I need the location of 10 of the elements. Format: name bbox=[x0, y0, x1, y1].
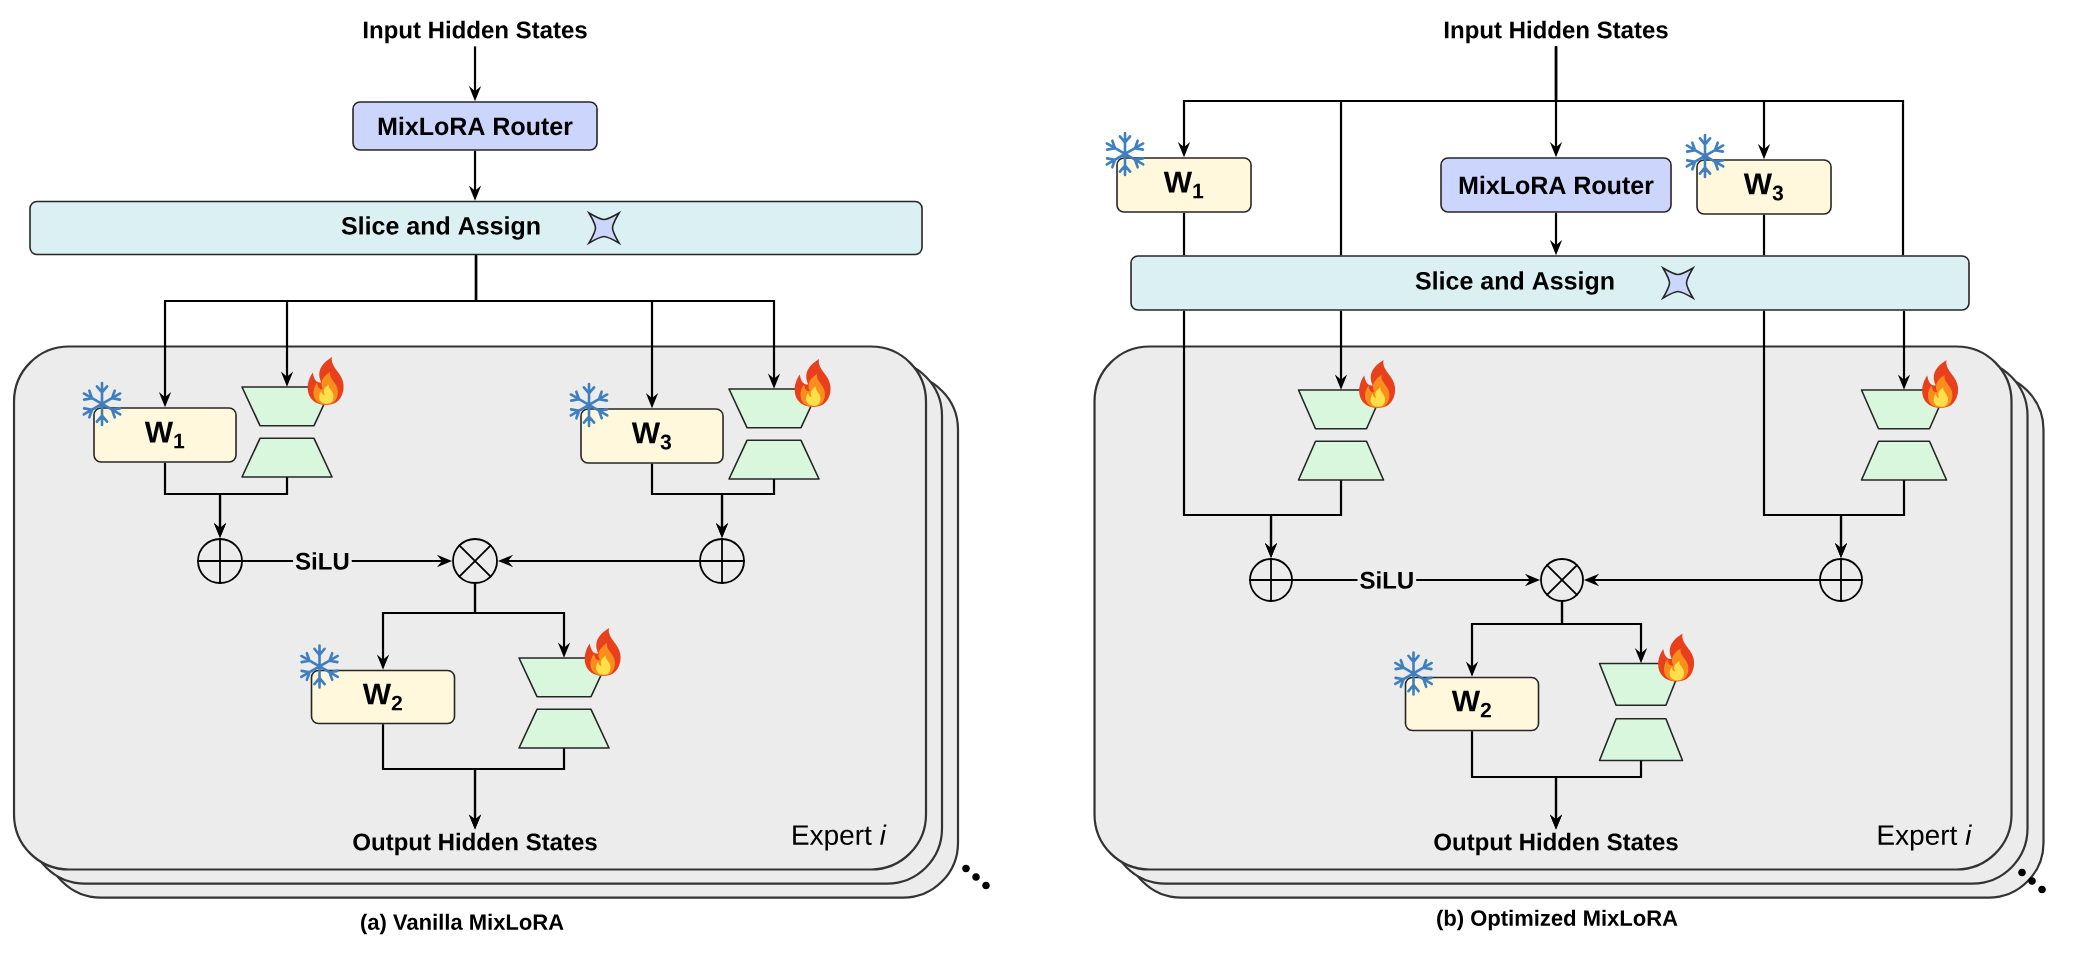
caption: (b) Optimized MixLoRA bbox=[1437, 909, 1678, 931]
state-label: Input Hidden States bbox=[1444, 20, 1668, 44]
router-box: MixLoRA Router bbox=[352, 101, 598, 151]
weight-box: W$_{1}$ bbox=[1116, 157, 1252, 213]
state-label: Input Hidden States bbox=[363, 20, 587, 44]
slice-box: Slice and Assign bbox=[29, 200, 923, 256]
caption: (a) Vanilla MixLoRA bbox=[361, 913, 564, 935]
router-box: MixLoRA Router bbox=[1440, 157, 1672, 213]
weight-box: W$_{3}$ bbox=[1696, 159, 1832, 215]
slice-box: Slice and Assign bbox=[1130, 255, 1970, 311]
